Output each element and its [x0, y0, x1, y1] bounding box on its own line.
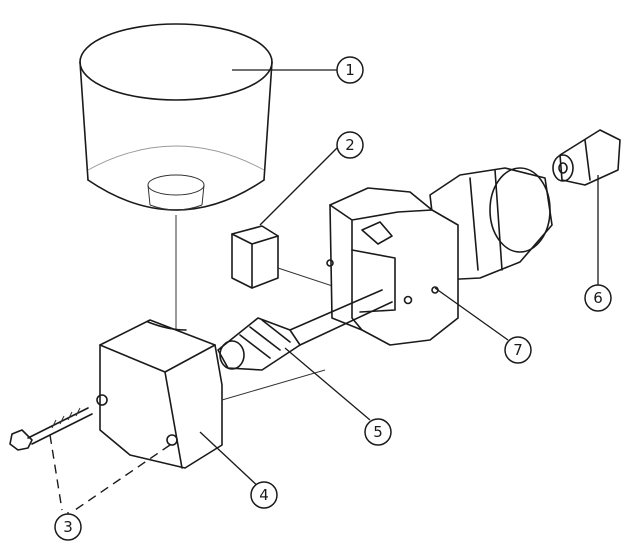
callout-2: 2: [336, 131, 364, 159]
part-7-housing: [326, 167, 553, 346]
part-3-fastener: [9, 407, 171, 511]
callout-7: 7: [504, 336, 532, 364]
callout-7-label: 7: [513, 341, 523, 359]
callout-6: 6: [584, 284, 612, 312]
part-6-end-cap: [552, 129, 621, 186]
callout-3-label: 3: [63, 518, 73, 536]
callout-5-label: 5: [373, 423, 383, 441]
callout-5: 5: [364, 418, 392, 446]
callout-1: 1: [336, 56, 364, 84]
callout-4: 4: [250, 481, 278, 509]
callout-1-label: 1: [345, 61, 355, 79]
callout-3: 3: [54, 513, 82, 541]
part-2-block: [231, 225, 391, 306]
part-1-hopper: [79, 23, 273, 345]
callout-4-label: 4: [259, 486, 269, 504]
part-5-screw: [217, 289, 393, 371]
callout-2-label: 2: [345, 136, 355, 154]
callout-6-label: 6: [593, 289, 603, 307]
part-4-front-block: [96, 319, 326, 469]
